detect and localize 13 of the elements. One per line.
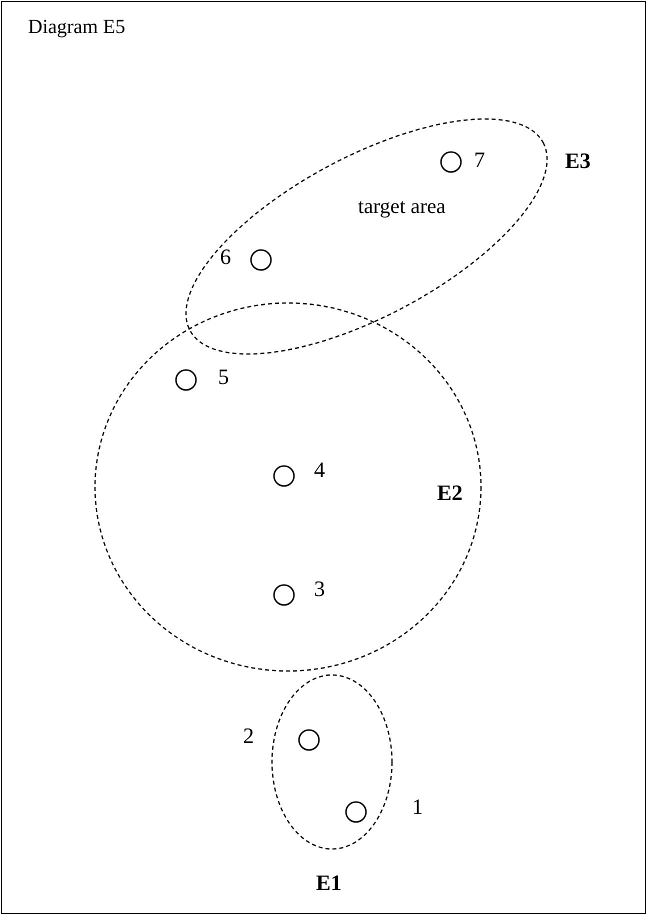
point-number: 2 <box>243 725 254 747</box>
point-number: 3 <box>314 578 325 600</box>
point-number: 6 <box>220 246 231 268</box>
set-label: E2 <box>437 482 463 504</box>
dashed-ellipse <box>94 302 482 672</box>
diagram-title: Diagram E5 <box>28 17 126 37</box>
set-label: E3 <box>564 150 591 172</box>
point-number: 1 <box>412 796 423 818</box>
point-number: 7 <box>474 148 485 171</box>
area-label: target area <box>358 196 446 217</box>
set-label: E1 <box>316 872 342 894</box>
point-number: 5 <box>218 366 229 388</box>
point-number: 4 <box>314 459 325 481</box>
